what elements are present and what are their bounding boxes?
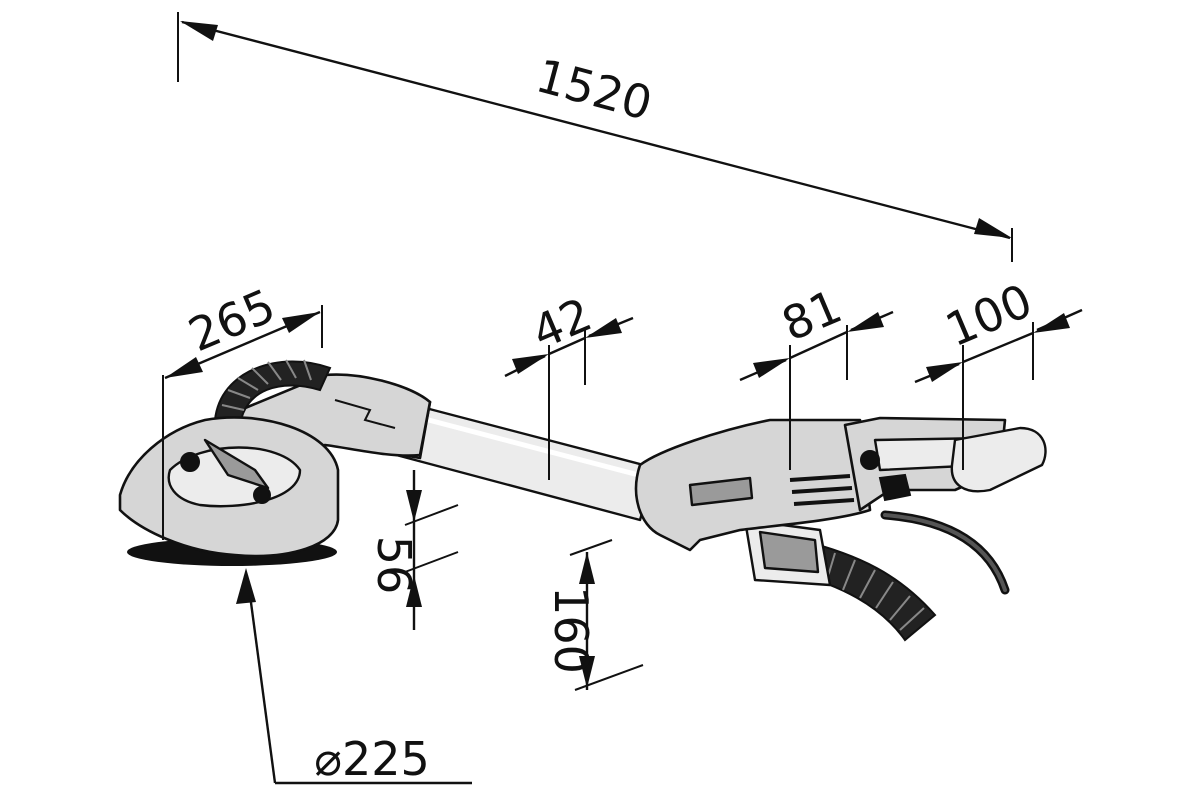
arrowhead [236, 568, 256, 604]
dimension-head-height: 56 [367, 470, 459, 630]
motor-housing [634, 418, 872, 552]
arrowhead [579, 656, 595, 688]
switch-knob [860, 450, 880, 470]
arrowhead [974, 218, 1012, 238]
arrowhead [579, 552, 595, 584]
dimension-label-motor-height: 160 [544, 586, 598, 674]
arrowhead [165, 357, 203, 378]
arrowhead [406, 490, 422, 522]
dimension-overall-length: 1520 [177, 12, 1013, 262]
arrowhead [512, 354, 549, 374]
dimension-label-disc-diameter: ⌀225 [314, 732, 430, 786]
arrowhead [585, 318, 622, 338]
arrowhead [926, 362, 963, 382]
arrowhead [406, 575, 422, 607]
drywall-sander-illustration [118, 359, 1047, 642]
dimension-label-handle-width: 100 [938, 273, 1040, 357]
arrowhead [753, 358, 790, 378]
arrowhead [1033, 313, 1070, 333]
dimension-label-motor-width: 81 [774, 279, 849, 352]
dimension-motor-height: 160 [544, 539, 644, 691]
arrowhead [282, 312, 320, 333]
handle-grip [950, 426, 1047, 493]
arrowhead [180, 21, 218, 41]
dimension-label-tube-diameter: 42 [524, 287, 599, 360]
dimension-label-head-height: 56 [367, 536, 421, 595]
arrowhead [847, 312, 884, 332]
dimension-disc-diameter: ⌀225 [236, 568, 472, 786]
